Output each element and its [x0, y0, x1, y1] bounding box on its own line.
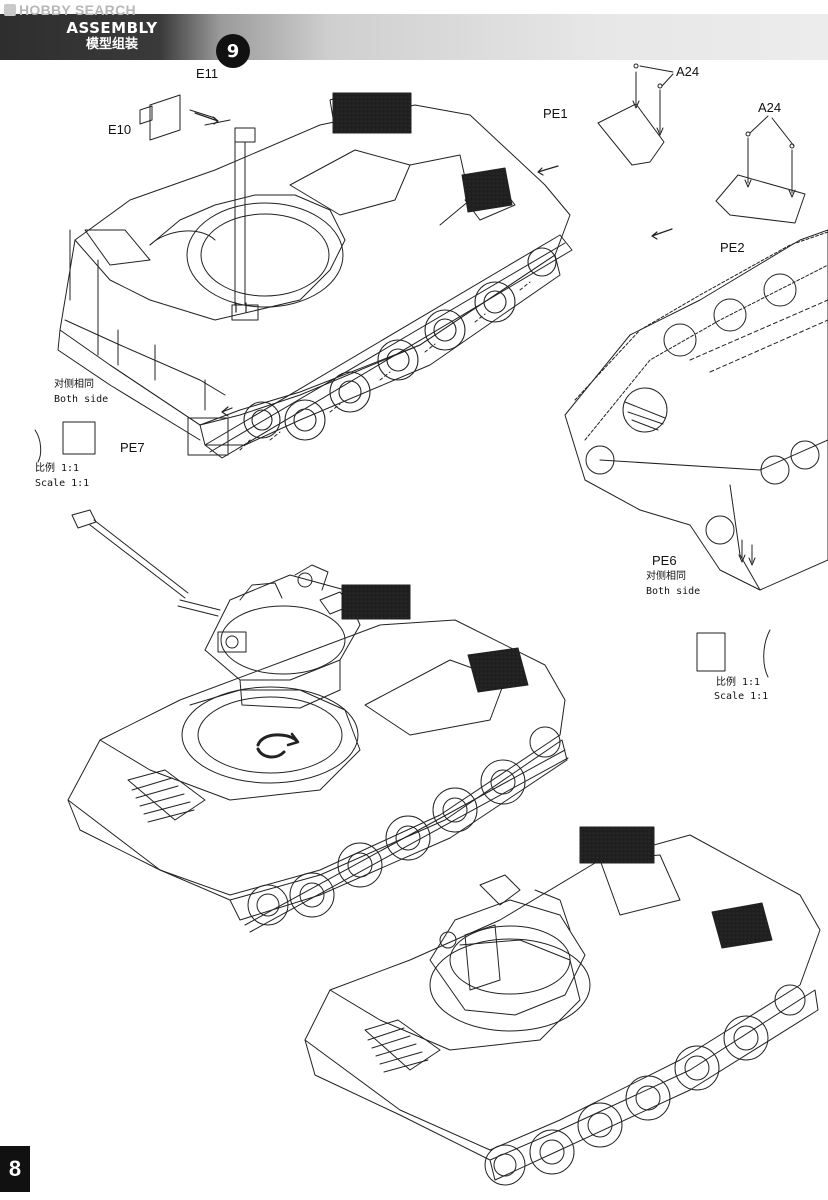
scale-sketch-right [696, 629, 771, 678]
watermark: HOBBY SEARCH [4, 2, 136, 18]
mid-rear-grille [467, 647, 529, 693]
part-label-pe7: PE7 [120, 440, 145, 455]
rear-grille-mesh [461, 167, 513, 213]
track-run-middle [244, 726, 569, 933]
part-label-pe1: PE1 [543, 106, 568, 121]
engine-grille-mesh [332, 92, 412, 134]
page-number: 8 [0, 1146, 30, 1192]
note-both-side-en-left: Both side [54, 394, 109, 405]
part-label-pe2: PE2 [720, 240, 745, 255]
part-label-e10: E10 [108, 122, 132, 137]
note-scale-en-right: Scale 1:1 [714, 691, 769, 702]
pe1-part [597, 63, 674, 166]
note-both-side-en-right: Both side [646, 586, 701, 597]
part-label-a24-left: A24 [676, 64, 700, 79]
watermark-text: HOBBY SEARCH [19, 2, 136, 18]
note-scale-zh-left: 比例 1:1 [35, 463, 80, 474]
assembly-title: ASSEMBLY 模型组装 [42, 20, 182, 54]
track-run-top [204, 234, 573, 459]
assembly-arrows-top [194, 112, 673, 417]
note-scale-en-left: Scale 1:1 [35, 478, 90, 489]
assembly-title-en: ASSEMBLY [66, 19, 158, 37]
track-run-bottom [484, 984, 806, 1186]
part-label-e11: E11 [196, 66, 219, 81]
mid-engine-grille [341, 584, 411, 620]
watermark-logo-icon [4, 4, 16, 16]
bottom-engine-grille [579, 826, 655, 864]
note-scale-zh-right: 比例 1:1 [716, 677, 761, 688]
pe2-part [715, 115, 806, 224]
assembly-title-zh: 模型组装 [85, 37, 138, 52]
note-both-side-zh-right: 对侧相同 [646, 571, 686, 582]
hull-rear-view [564, 229, 828, 591]
bottom-rear-grille [711, 902, 773, 949]
part-label-pe6: PE6 [652, 553, 677, 568]
assembly-header-bar: ASSEMBLY 模型组装 9 [0, 14, 828, 68]
part-label-a24-right: A24 [758, 100, 782, 115]
note-both-side-zh-left: 对侧相同 [54, 379, 94, 390]
scale-sketch-left [34, 421, 96, 463]
step-number-badge: 9 [216, 34, 250, 68]
vehicle-with-turret [67, 509, 568, 921]
vehicle-completed [304, 834, 821, 1181]
